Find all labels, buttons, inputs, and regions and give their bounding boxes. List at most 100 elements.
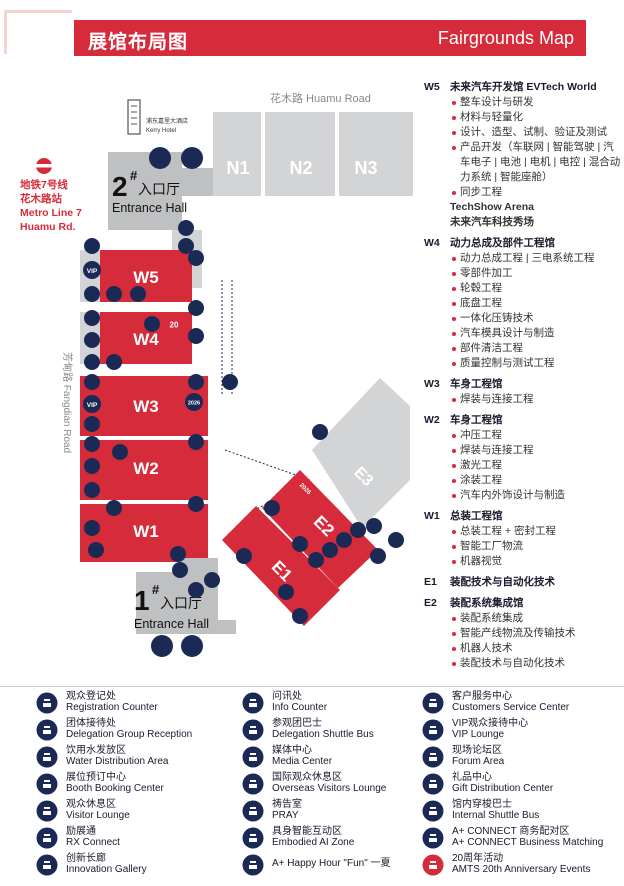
customer-service-icon — [322, 542, 338, 558]
legend-label-zh: 观众登记处 — [66, 691, 116, 702]
legend-label-en: Overseas Visitors Lounge — [272, 783, 387, 794]
hall-topic-item: 机器人技术 — [452, 641, 624, 656]
registration-icon — [181, 635, 203, 657]
internal-shuttle-icon — [312, 424, 328, 440]
year-badge-text: 2026 — [188, 401, 200, 407]
info-question-icon — [188, 300, 204, 316]
legend-label-zh: 展位预订中心 — [66, 772, 126, 783]
visitor-lounge-icon — [84, 482, 100, 498]
legend-label-zh: 观众休息区 — [66, 799, 116, 810]
legend-label-zh: 具身智能互动区 — [272, 826, 342, 837]
legend-label-en: Gift Distribution Center — [452, 783, 554, 794]
innovation-gallery-icon — [370, 548, 386, 564]
hall-code: E2 — [424, 597, 437, 609]
hall-topic-item: 总装工程 + 密封工程 — [452, 524, 624, 539]
innovation-gallery-icon — [36, 854, 58, 876]
entrance2-zh: 入口厅 — [138, 181, 180, 197]
entrance2-mark: # — [130, 168, 138, 183]
visitor-lounge-icon — [36, 800, 58, 822]
hall-topic-item: 动力总成工程 | 三电系统工程 — [452, 251, 624, 266]
registration-icon — [181, 147, 203, 169]
hall-topic-list: 焊装与连接工程 — [424, 392, 624, 407]
hall-topic-item: 零部件加工 — [452, 266, 624, 281]
happy-hour-icon — [242, 854, 264, 876]
fairgrounds-map: 花木路 Huamu Road 芳甸路 Fangdian Road 浦东嘉里大酒店… — [20, 92, 413, 657]
business-matching-icon — [204, 572, 220, 588]
water-icon — [170, 546, 186, 562]
hall-name: 动力总成及部件工程馆 — [450, 237, 555, 249]
hall-topic-item: 材料与轻量化 — [452, 110, 624, 125]
metro-icon — [36, 158, 52, 174]
hall-topic-item: 激光工程 — [452, 458, 624, 473]
info-question-icon — [188, 496, 204, 512]
legend-label-en: Forum Area — [452, 756, 505, 767]
hall-topic-item: 智能产线物流及传输技术 — [452, 626, 624, 641]
legend-label-zh: 客户服务中心 — [452, 691, 512, 702]
hall-topic-item: 轮毂工程 — [452, 281, 624, 296]
legend-label-zh: 参观团巴士 — [272, 718, 322, 729]
legend-label-zh: 团体接待处 — [66, 718, 116, 729]
vip-lounge-icon — [422, 719, 444, 741]
hall-topic-item: 部件清洁工程 — [452, 341, 624, 356]
hall-topic-list: 整车设计与研发材料与轻量化设计、造型、试制、验证及测试产品开发（车联网 | 智能… — [424, 95, 624, 200]
legend-label-en: Delegation Group Reception — [66, 729, 193, 740]
hall-topic-list: 总装工程 + 密封工程智能工厂物流机器视觉 — [424, 524, 624, 569]
happy-hour-icon — [336, 532, 352, 548]
rx-connect-icon — [36, 827, 58, 849]
hall-topic-item: 焊装与连接工程 — [452, 392, 624, 407]
ai-zone-icon — [350, 522, 366, 538]
visitor-lounge-icon — [278, 584, 294, 600]
hall-w1-label: W1 — [133, 522, 159, 541]
gift-icon — [144, 316, 160, 332]
legend-label-zh: 励展通 — [66, 826, 96, 837]
legend-label-en: Media Center — [272, 756, 333, 767]
legend-label-en: PRAY — [272, 810, 299, 821]
legend-label-en: AMTS 20th Anniversary Events — [452, 864, 591, 875]
metro-line2: 花木路站 — [20, 192, 62, 205]
road-label-huamu: 花木路 Huamu Road — [270, 92, 371, 105]
hall-code: W4 — [424, 237, 440, 249]
overseas-lounge-icon — [242, 773, 264, 795]
customer-service-icon — [106, 500, 122, 516]
info-question-icon — [188, 328, 204, 344]
forum-icon — [84, 238, 100, 254]
anniversary-icon — [422, 854, 444, 876]
legend-label-en: Registration Counter — [66, 702, 158, 713]
page-title-en: Fairgrounds Map — [437, 28, 574, 48]
hall-name: 车身工程馆 — [450, 414, 503, 426]
booth-booking-icon — [185, 393, 203, 411]
hall-topic-item: 汽车模具设计与制造 — [452, 326, 624, 341]
hall-code: W1 — [424, 510, 440, 522]
legend-label-en: RX Connect — [66, 837, 120, 848]
hall-name: 装配技术与自动化技术 — [450, 576, 555, 588]
legend-label-zh: 问讯处 — [272, 691, 302, 702]
legend-label-zh: 馆内穿梭巴士 — [452, 799, 512, 810]
legend-label-zh: 20周年活动 — [452, 853, 504, 864]
hotel-name-en: Kerry Hotel — [146, 128, 176, 134]
water-icon — [36, 746, 58, 768]
overseas-lounge-icon — [106, 354, 122, 370]
customer-service-icon — [130, 286, 146, 302]
entrance2-en: Entrance Hall — [112, 201, 187, 215]
entrance-hall-2 — [108, 152, 213, 230]
gift-icon — [422, 773, 444, 795]
delegation-icon — [36, 719, 58, 741]
hall-topic-item: 整车设计与研发 — [452, 95, 624, 110]
info-question-icon — [188, 434, 204, 450]
hall-topic-item: 产品开发（车联网 | 智能驾驶 | 汽车电子 | 电池 | 电机 | 电控 | … — [452, 140, 624, 185]
customer-service-icon — [292, 536, 308, 552]
